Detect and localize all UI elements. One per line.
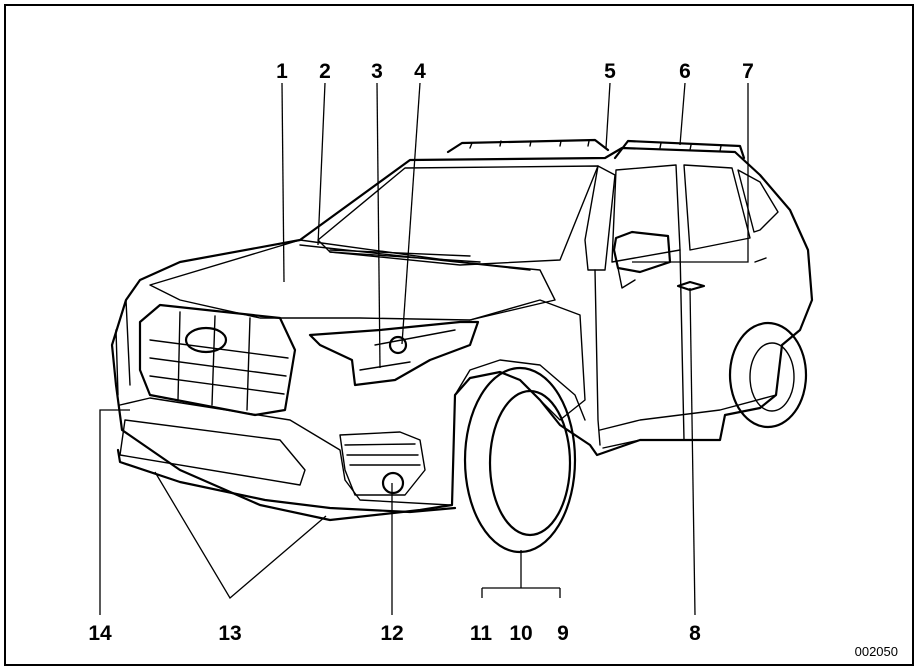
front-door-edge — [594, 269, 601, 446]
front-grille — [138, 303, 297, 417]
side-mirror — [612, 230, 672, 274]
callout-7: 7 — [742, 60, 754, 83]
front-bumper — [119, 397, 451, 506]
front-under-spoiler — [116, 448, 457, 514]
callout-5: 5 — [604, 60, 616, 83]
body-outline — [110, 146, 814, 522]
callout-14: 14 — [88, 622, 112, 645]
roof-rail-front — [446, 138, 610, 154]
callout-labels: 1 2 3 4 5 6 7 8 9 10 11 12 13 14 — [88, 60, 754, 645]
callout-8: 8 — [689, 622, 701, 645]
callout-9: 9 — [557, 622, 569, 645]
hood — [149, 239, 556, 321]
front-fender — [469, 299, 586, 421]
emblem — [184, 326, 228, 354]
callout-4: 4 — [414, 60, 426, 83]
door-handle — [676, 280, 706, 292]
suv-illustration — [110, 138, 814, 554]
windshield — [317, 165, 599, 266]
lower-grille — [119, 419, 306, 486]
callout-2: 2 — [319, 60, 331, 83]
quarter-window — [737, 169, 779, 233]
callout-10: 10 — [509, 622, 532, 645]
diagram-frame — [4, 4, 914, 666]
callout-11: 11 — [470, 622, 493, 645]
front-tire — [463, 366, 577, 554]
fog-light — [381, 471, 405, 495]
fog-light-bezel — [339, 431, 426, 496]
front-wheel — [488, 389, 572, 537]
headlight — [308, 320, 480, 387]
side-cladding — [599, 394, 777, 431]
callout-6: 6 — [679, 60, 691, 83]
leader-lines — [99, 82, 749, 616]
callout-13: 13 — [218, 622, 241, 645]
rear-wheel — [728, 321, 808, 429]
figure-code: 002050 — [855, 644, 898, 659]
wheel-arch — [454, 359, 586, 421]
rear-side-window — [683, 164, 751, 251]
callout-1: 1 — [276, 60, 288, 83]
callout-3: 3 — [371, 60, 383, 83]
callout-12: 12 — [380, 622, 403, 645]
